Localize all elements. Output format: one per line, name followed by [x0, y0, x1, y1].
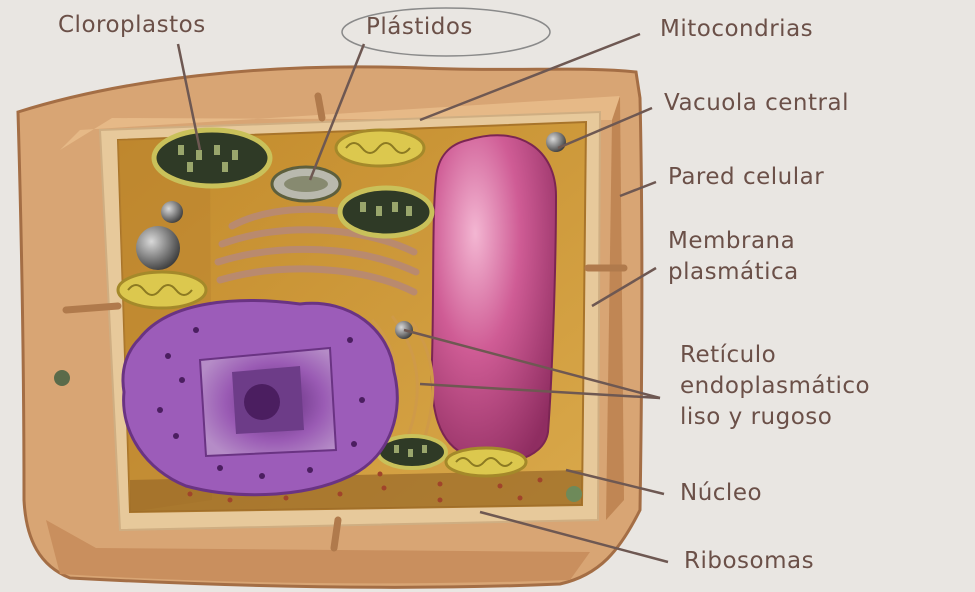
- chloroplast: [340, 188, 432, 236]
- label-ribosomas: Ribosomas: [684, 546, 814, 577]
- plastid: [272, 167, 340, 201]
- label-mitocondrias: Mitocondrias: [660, 14, 813, 45]
- nucleus: [123, 301, 397, 495]
- label-cloroplastos: Cloroplastos: [58, 10, 206, 41]
- wall-granule: [566, 486, 582, 502]
- wall-granule: [54, 370, 70, 386]
- label-membrana-plasmatica: Membrana plasmática: [668, 226, 799, 288]
- central-vacuole: [432, 135, 556, 462]
- mitochondrion: [446, 448, 526, 476]
- label-reticulo-endoplasmatico: Retículo endoplasmático liso y rugoso: [680, 340, 870, 433]
- mitochondrion: [118, 272, 206, 308]
- label-plastidos: Plástidos: [366, 12, 473, 43]
- label-nucleo: Núcleo: [680, 478, 762, 509]
- label-pared-celular: Pared celular: [668, 162, 824, 193]
- mitochondrion: [336, 130, 424, 166]
- label-vacuola-central: Vacuola central: [664, 88, 849, 119]
- chloroplast: [154, 130, 270, 186]
